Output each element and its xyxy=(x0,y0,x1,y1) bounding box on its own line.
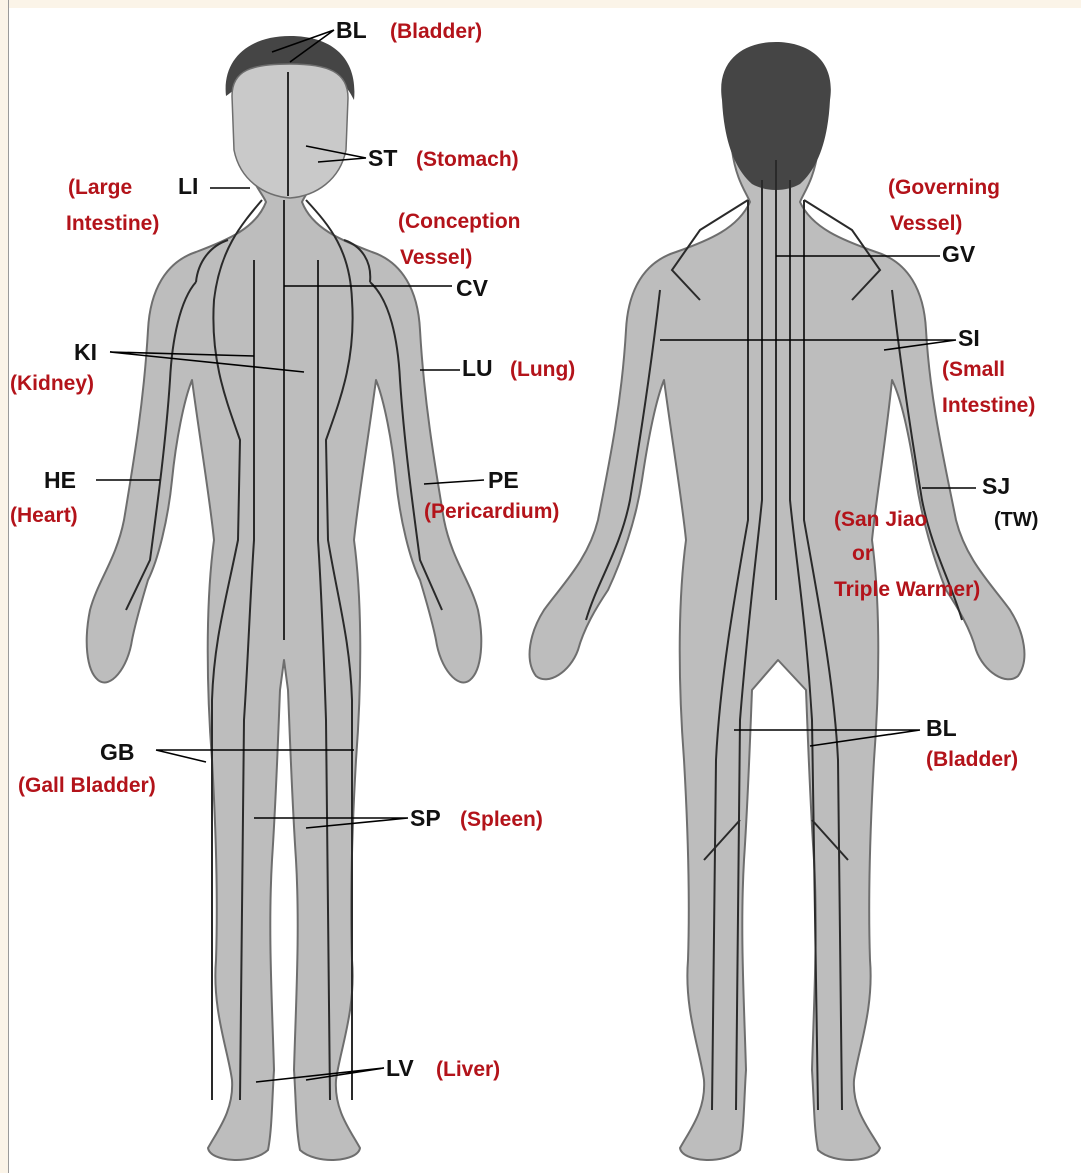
label-lv-name: (Liver) xyxy=(436,1058,500,1081)
front-meridian-paths xyxy=(126,72,442,1100)
label-sp-name: (Spleen) xyxy=(460,808,543,831)
label-he-code: HE xyxy=(44,467,76,493)
label-sj-code: SJ xyxy=(982,473,1010,499)
label-cv-name-line2: Vessel) xyxy=(400,246,472,269)
label-si-name-line2: Intestine) xyxy=(942,394,1035,417)
label-li-name-line1: (Large xyxy=(68,176,132,199)
label-gv-name-line2: Vessel) xyxy=(890,212,962,235)
label-bl-name: (Bladder) xyxy=(390,20,482,43)
label-ki-code: KI xyxy=(74,339,97,365)
label-cv-code: CV xyxy=(456,275,489,301)
label-gb-code: GB xyxy=(100,739,135,765)
label-lu-code: LU xyxy=(462,355,493,381)
front-face xyxy=(232,64,348,198)
label-si-code: SI xyxy=(958,325,980,351)
label-ki-name: (Kidney) xyxy=(10,372,94,395)
label-pe-name: (Pericardium) xyxy=(424,500,559,523)
label-bl-back-name: (Bladder) xyxy=(926,748,1018,771)
label-gb-name: (Gall Bladder) xyxy=(18,774,156,797)
label-li-name-line2: Intestine) xyxy=(66,212,159,235)
label-bl-code: BL xyxy=(336,17,367,43)
label-gv-code: GV xyxy=(942,241,976,267)
label-sp-code: SP xyxy=(410,805,441,831)
label-sj-name-line2: or xyxy=(852,542,873,565)
label-sj-name-line3: Triple Warmer) xyxy=(834,578,980,601)
label-sj-code-alt: (TW) xyxy=(994,509,1038,531)
label-gv-name-line1: (Governing xyxy=(888,176,1000,199)
label-he-name: (Heart) xyxy=(10,504,78,527)
label-bl-back-code: BL xyxy=(926,715,957,741)
label-pe-code: PE xyxy=(488,467,519,493)
label-cv-name-line1: (Conception xyxy=(398,210,520,233)
label-si-name-line1: (Small xyxy=(942,358,1005,381)
label-li-code: LI xyxy=(178,173,198,199)
label-lv-code: LV xyxy=(386,1055,414,1081)
label-st-code: ST xyxy=(368,145,397,171)
label-lu-name: (Lung) xyxy=(510,358,575,381)
label-st-name: (Stomach) xyxy=(416,148,519,171)
label-sj-name-line1: (San Jiao xyxy=(834,508,927,531)
